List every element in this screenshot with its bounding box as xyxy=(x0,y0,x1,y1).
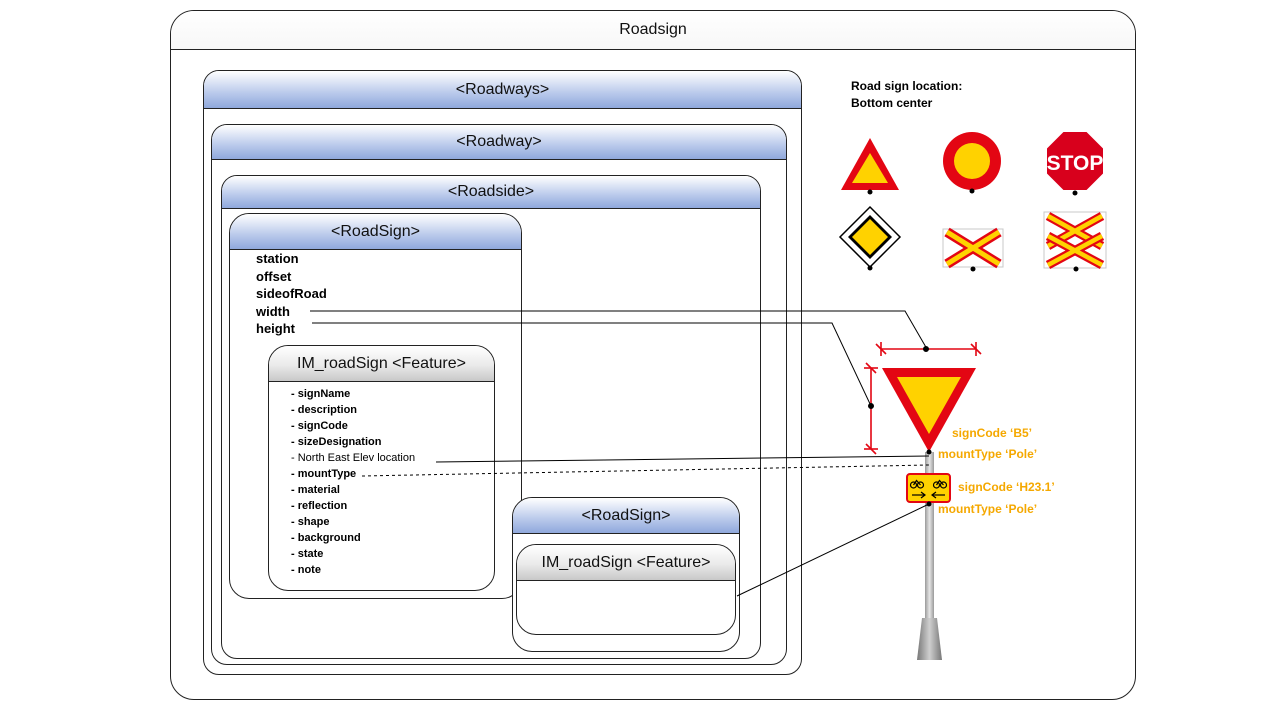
attr-width: width xyxy=(256,303,290,319)
attr-sideofroad: sideofRoad xyxy=(256,286,327,302)
sign1-code-label: signCode ‘B5’ xyxy=(952,426,1033,440)
stop-sign-text: STOP xyxy=(1047,152,1104,175)
roadway-header: <Roadway> xyxy=(212,125,786,160)
feat-signname: - signName xyxy=(291,388,351,400)
feature-class-box: IM_roadSign <Feature> - signName - descr… xyxy=(268,345,495,591)
roadways-header: <Roadways> xyxy=(204,71,801,109)
roadsign-class-header: <RoadSign> xyxy=(230,214,521,250)
feat-location: - North East Elev location xyxy=(291,452,416,464)
railway-crossing-single-sign-icon xyxy=(942,227,1004,272)
feature-class-header: IM_roadSign <Feature> xyxy=(269,346,494,382)
attr-station: station xyxy=(256,251,299,266)
feature-attribute-list: - signName - description - signCode - si… xyxy=(291,386,415,578)
feat-description: - description xyxy=(291,404,358,416)
roadsign-title: Roadsign xyxy=(171,11,1135,50)
height-connector xyxy=(312,322,872,407)
sign2-code-label: signCode ‘H23.1’ xyxy=(958,480,1055,494)
feat-mounttype: - mountType xyxy=(291,468,357,480)
sign1-mount-label: mountType ‘Pole’ xyxy=(938,447,1038,461)
feat-reflection: - reflection xyxy=(291,500,348,512)
railway-crossing-double-sign-icon xyxy=(1043,211,1107,272)
round-prohibitory-sign-icon xyxy=(943,132,1001,194)
location-note: Road sign location: Bottom center xyxy=(851,78,962,112)
feat-shape: - shape xyxy=(291,516,330,528)
attr-height: height xyxy=(256,321,295,337)
second-sign-connector xyxy=(736,503,930,597)
priority-road-sign-icon xyxy=(838,205,902,271)
stop-sign-icon: STOP xyxy=(1045,130,1105,196)
feature-second-header: IM_roadSign <Feature> xyxy=(517,545,735,581)
mounttype-connector xyxy=(361,464,930,477)
feat-background: - background xyxy=(291,532,361,544)
yield-sign-icon xyxy=(882,368,976,455)
feat-state: - state xyxy=(291,548,324,560)
feat-sizedesignation: - sizeDesignation xyxy=(291,436,382,448)
feature-second-box: IM_roadSign <Feature> xyxy=(516,544,736,635)
location-connector xyxy=(435,455,930,463)
sign-pole xyxy=(917,452,942,660)
roadsign-attribute-list: station offset sideofRoad width height xyxy=(256,250,327,338)
bicycle-panel-sign-icon xyxy=(906,473,951,507)
roadside-header: <Roadside> xyxy=(222,176,760,209)
feat-signcode: - signCode xyxy=(291,420,348,432)
roadsign-second-header: <RoadSign> xyxy=(513,498,739,534)
feat-note: - note xyxy=(291,564,321,576)
location-note-line1: Road sign location: xyxy=(851,79,963,93)
feat-material: - material xyxy=(291,484,340,496)
warning-triangle-sign-icon xyxy=(841,138,899,195)
connector-lines xyxy=(310,310,930,597)
sign2-mount-label: mountType ‘Pole’ xyxy=(938,502,1038,516)
width-connector xyxy=(310,310,928,350)
attr-offset: offset xyxy=(256,268,292,284)
location-note-line2: Bottom center xyxy=(851,96,933,110)
